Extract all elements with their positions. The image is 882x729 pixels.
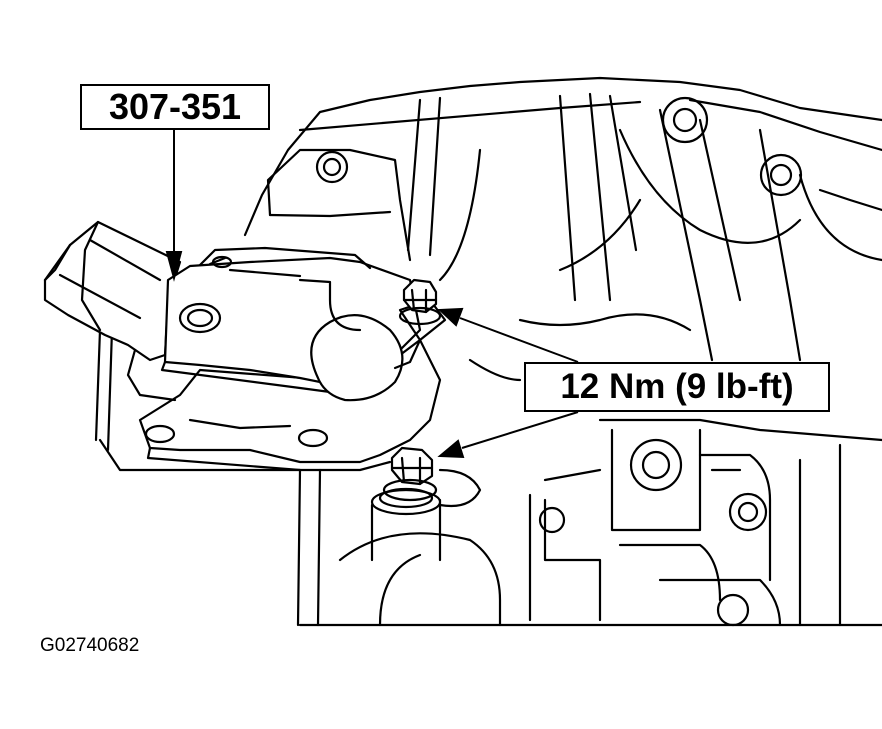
torque-leaders: [437, 307, 579, 459]
transmission-case: [94, 76, 882, 627]
upper-bolt: [398, 278, 442, 326]
tool-leader: [165, 130, 183, 282]
figure-id: G02740682: [40, 635, 140, 656]
torque-spec-label: 12 Nm (9 lb-ft): [524, 362, 830, 412]
lower-bolt: [382, 446, 438, 502]
range-sensor-body: [160, 246, 447, 402]
range-sensor-base: [138, 338, 442, 472]
sensor-connector: [43, 220, 182, 402]
tool-number-label: 307-351: [80, 84, 270, 130]
